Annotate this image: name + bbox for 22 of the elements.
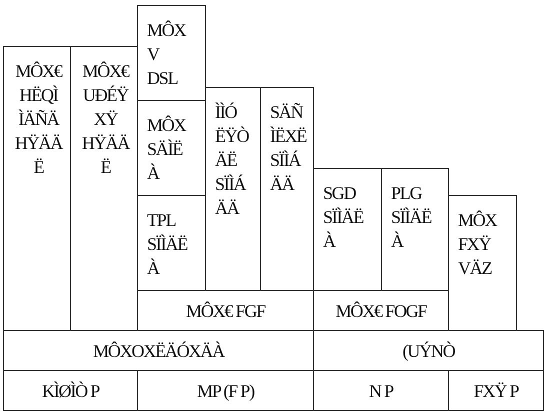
module-label: (UÝNÒ: [402, 340, 454, 362]
module-label: MÔX€ HËQÌ ÌÄÑÄ HŸÄÄ Ë: [14, 60, 62, 179]
module-box: [448, 195, 517, 331]
module-label: SÄÑ ÌËXË SÏÌÁ ÄÄ: [270, 101, 306, 196]
module-box: [448, 370, 544, 411]
module-box: [3, 46, 71, 331]
module-label: MÔX€ FGF: [186, 300, 265, 322]
module-box: [3, 370, 138, 411]
module-label: FXŸ P: [474, 380, 518, 402]
module-label: MÔX FXŸ VÄZ: [458, 209, 496, 280]
module-label: MÔX V DSL: [147, 19, 186, 90]
module-label: MÔX€ UÐÉŸ XŸ HŸÄÄ Ë: [82, 60, 130, 179]
module-label: TPL SÏÌÄË À: [147, 209, 187, 280]
module-label: PLG SÏÌÄË À: [391, 182, 431, 253]
module-label: MP (F P): [197, 380, 254, 402]
module-label: SGD SÏÌÄË À: [323, 182, 363, 253]
module-label: ÌÌÓ ËŸÒ ÄË SÏÌÁ ÄÄ: [215, 101, 248, 220]
module-label: KÌØÌÒ P: [42, 380, 100, 402]
module-label: MÔXOXËÄÓXÄÀ: [93, 340, 224, 362]
module-label: N P: [369, 380, 393, 402]
module-label: MÔX SÄÌË À: [147, 114, 186, 185]
module-label: MÔX€ FOGF: [336, 300, 426, 322]
